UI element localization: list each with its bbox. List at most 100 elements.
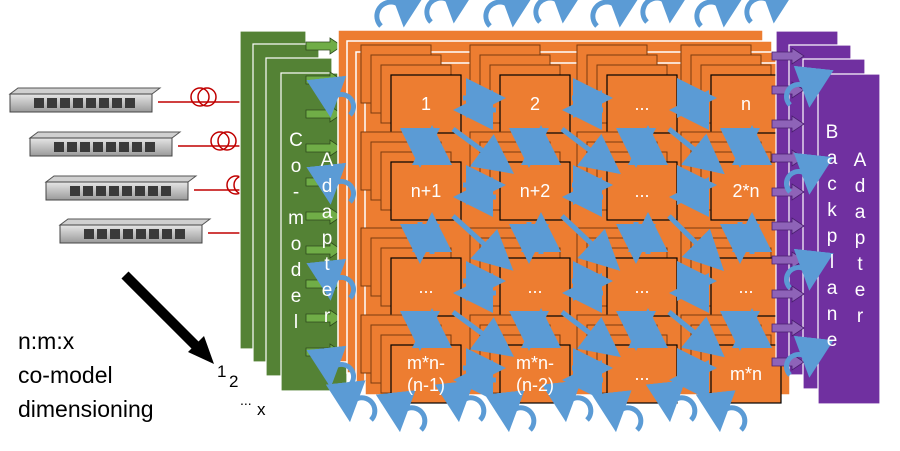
server-top [8, 87, 162, 95]
blue-arrow [451, 309, 515, 357]
drive-bay [135, 186, 145, 196]
server-icon [58, 218, 212, 244]
blue-loop-arrow [484, 390, 537, 433]
fiber-loop [197, 87, 217, 107]
drive-bay [47, 98, 57, 108]
blue-arrow [667, 127, 725, 175]
arrow-group [121, 0, 834, 433]
grid-cell-label: n [740, 94, 751, 114]
grid-cell [390, 74, 462, 134]
drive-bay [86, 98, 96, 108]
black-arrow-head [188, 336, 214, 364]
drive-bay [34, 98, 44, 108]
grid-cell-label: n+1 [410, 181, 442, 201]
grid-cell-label: ... [634, 181, 650, 201]
green-arrow [305, 309, 343, 327]
blue-loop-arrow [325, 380, 378, 423]
drive-bay [83, 186, 93, 196]
blue-arrow [560, 310, 621, 358]
grid-cell-label: n+2 [519, 181, 551, 201]
drive-bay [70, 186, 80, 196]
server-top [44, 175, 198, 183]
server-icon [44, 175, 198, 201]
layer-label-2: 2 [229, 372, 239, 391]
grid-cell-label: m*n-(n-2) [515, 353, 554, 395]
blue-arrow [451, 126, 515, 174]
blue-loop-arrow [374, 0, 428, 28]
drive-bay [112, 98, 122, 108]
layer-label-x: x [257, 400, 266, 419]
black-arrow-shaft [121, 271, 202, 352]
blue-loop-arrow [694, 0, 748, 28]
grid-cell-label: ... [527, 277, 543, 297]
server-top [28, 131, 182, 139]
green-arrow [305, 139, 343, 157]
blue-loop-arrow [434, 380, 487, 423]
blue-loop-arrow [375, 390, 428, 433]
co-model-adapter-stack [239, 30, 348, 392]
purple-arrow [771, 115, 805, 133]
server-icon [28, 131, 182, 157]
green-arrow [305, 207, 343, 225]
drive-bay [175, 229, 185, 239]
blue-loop-arrow [591, 390, 644, 433]
blue-loop-arrow [306, 75, 356, 118]
drive-bay [73, 98, 83, 108]
drive-bay [119, 142, 129, 152]
fiber-loop [210, 131, 230, 151]
drive-bay [60, 98, 70, 108]
fiber-loop [217, 131, 237, 151]
grid-cell-label: 2 [529, 94, 540, 114]
purple-arrow [771, 47, 805, 65]
blue-loop-arrow [424, 0, 478, 24]
purple-arrow [771, 217, 805, 235]
blue-loop-arrow [533, 0, 587, 24]
grid-cell-label: ... [634, 277, 650, 297]
blue-arrow [560, 127, 621, 175]
blue-arrow [667, 214, 725, 272]
drive-bay [96, 186, 106, 196]
drive-bay [136, 229, 146, 239]
layer-label-ellipsis: ... [240, 392, 252, 408]
drive-bay [80, 142, 90, 152]
drive-bay [93, 142, 103, 152]
green-arrow [305, 241, 343, 259]
layer-label-1: 1 [217, 362, 227, 381]
server-top [58, 218, 212, 226]
fiber-loop [190, 87, 210, 107]
blue-loop-arrow [306, 345, 356, 388]
grid-cell-label: ... [634, 364, 650, 384]
blue-arrow [451, 214, 514, 271]
blue-loop-arrow [744, 0, 798, 24]
drive-bay [145, 142, 155, 152]
grid-cell-label: ... [634, 94, 650, 114]
drive-bay [67, 142, 77, 152]
blue-loop-arrow [695, 390, 748, 433]
blue-arrow [560, 214, 621, 271]
blue-loop-arrow [541, 380, 594, 423]
grid-cell-label: ... [418, 277, 434, 297]
drive-bay [132, 142, 142, 152]
green-arrow [305, 37, 343, 55]
drive-bay [122, 186, 132, 196]
drive-bay [106, 142, 116, 152]
blue-loop-arrow [645, 380, 698, 423]
drive-bay [125, 98, 135, 108]
caption-line-1: n:m:x [18, 328, 75, 354]
co-model-adapter-layer [280, 72, 348, 392]
blue-loop-arrow [306, 162, 356, 205]
drive-bay [161, 186, 171, 196]
blue-loop-arrow [640, 0, 694, 24]
server-icon [8, 87, 162, 113]
blue-loop-arrow [306, 258, 356, 301]
caption-line-3: dimensioning [18, 396, 154, 422]
drive-bay [148, 186, 158, 196]
drive-bay [99, 98, 109, 108]
blue-loop-arrow [483, 0, 537, 28]
drive-bay [97, 229, 107, 239]
blue-loop-arrow [784, 152, 834, 195]
drive-bay [123, 229, 133, 239]
